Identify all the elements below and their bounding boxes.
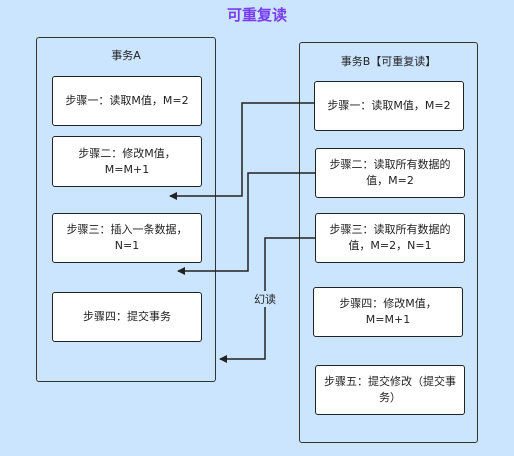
transaction-b-step-5: 步骤五：提交修改（提交事务） xyxy=(315,365,465,415)
transaction-a-title: 事务A xyxy=(111,49,141,62)
arrow-b1-to-a xyxy=(169,102,314,200)
diagram-title: 可重复读 xyxy=(226,6,287,24)
transaction-b-step-3: 步骤三：读取所有数据的值，M=2，N=1 xyxy=(315,213,465,263)
transaction-a-column: 事务A xyxy=(36,37,216,382)
transaction-b-title: 事务B【可重复读】 xyxy=(340,55,437,68)
transaction-a-step-4: 步骤四：提交事务 xyxy=(52,292,202,342)
transaction-a-step-1: 步骤一：读取M值，M=2 xyxy=(52,76,202,126)
transaction-a-step-2: 步骤二：修改M值，M=M+1 xyxy=(52,136,202,187)
transaction-b-column: 事务B【可重复读】 xyxy=(299,42,478,443)
transaction-b-step-1: 步骤一：读取M值，M=2 xyxy=(314,81,464,131)
phantom-read-label: 幻读 xyxy=(252,291,278,307)
arrow-b2-to-a xyxy=(177,172,315,275)
transaction-a-step-3: 步骤三：插入一条数据，N=1 xyxy=(52,213,202,263)
transaction-b-step-4: 步骤四：修改M值，M=M+1 xyxy=(313,287,463,337)
transaction-b-step-2: 步骤二：读取所有数据的值，M=2 xyxy=(315,148,465,198)
